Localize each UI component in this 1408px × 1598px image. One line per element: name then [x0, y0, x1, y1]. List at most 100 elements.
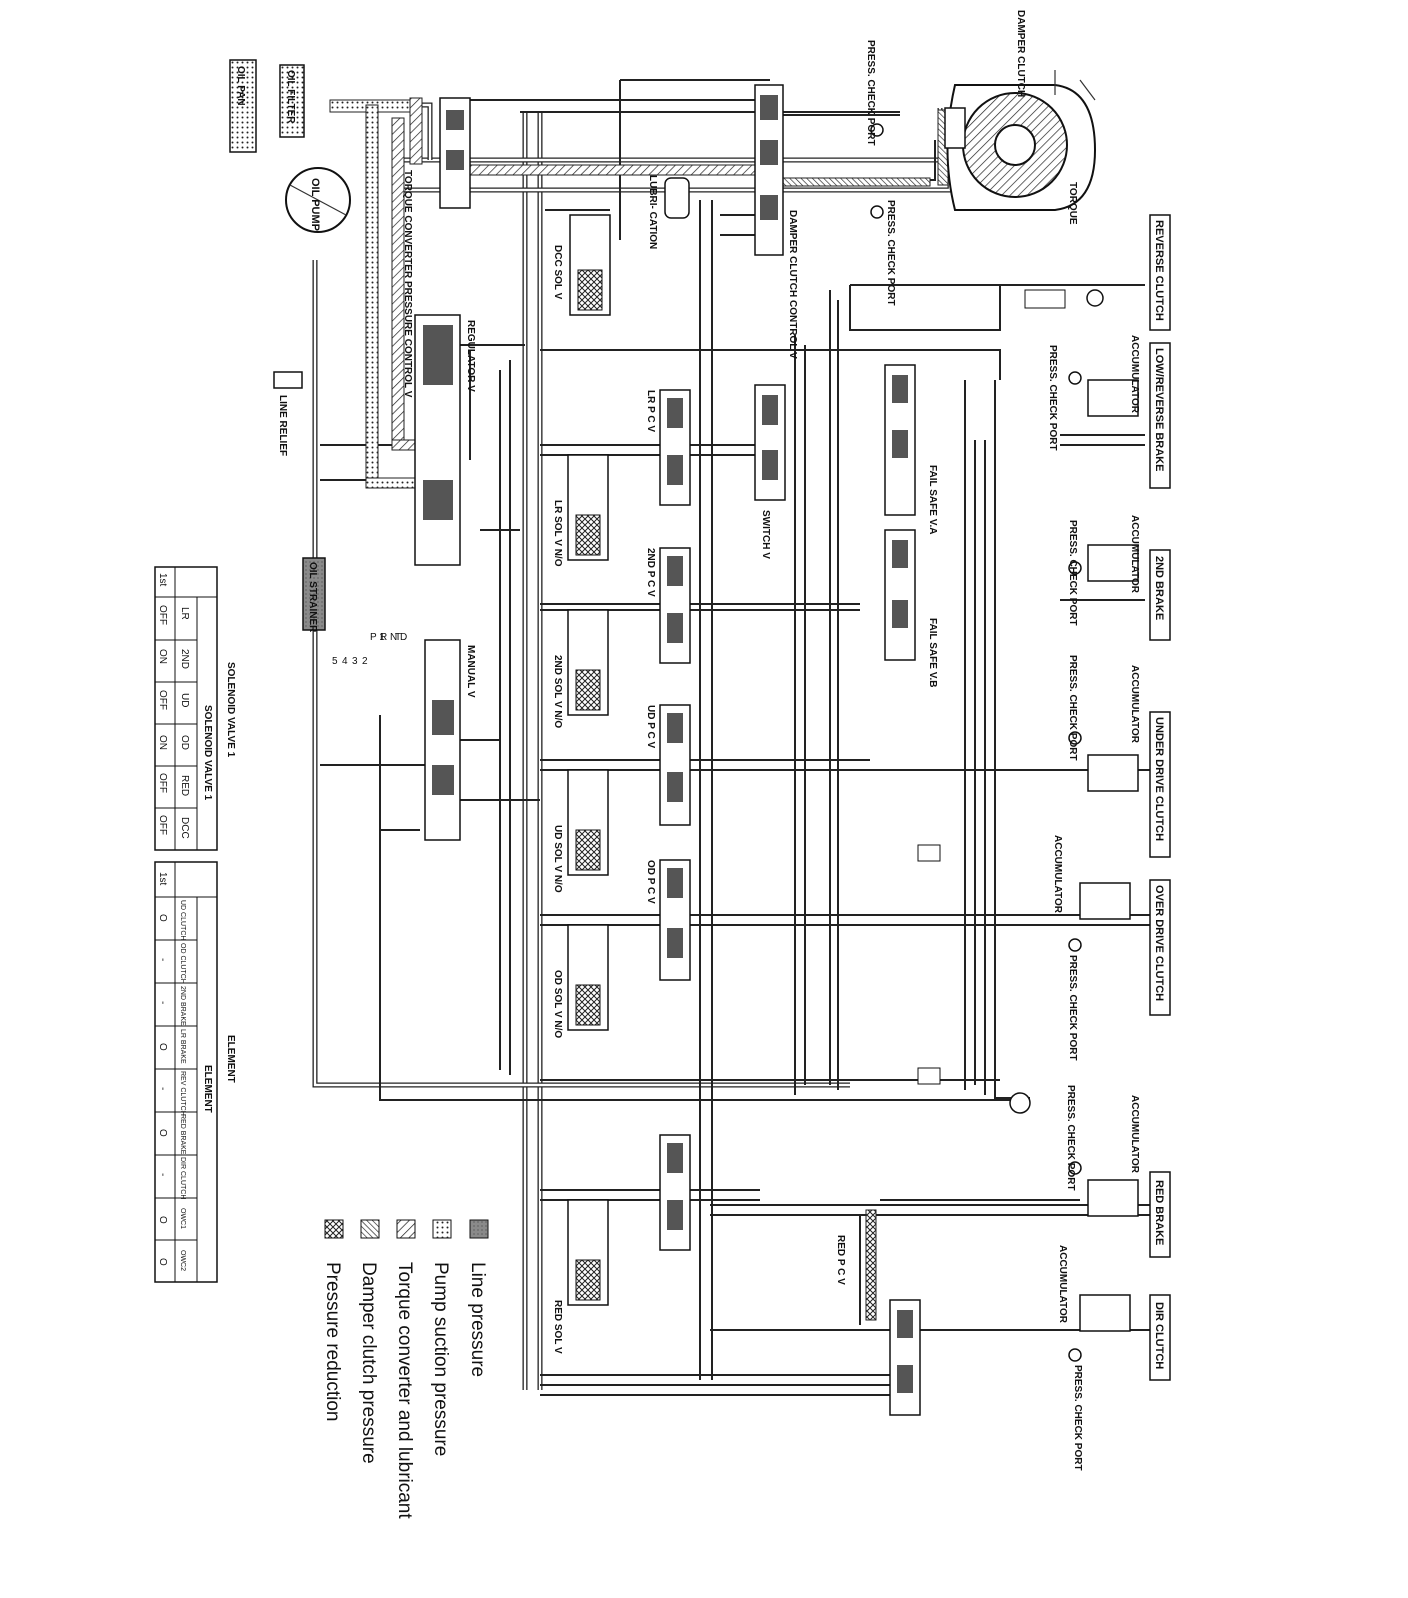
suction-channel — [329, 97, 949, 1321]
oil-pump-symbol — [285, 167, 351, 233]
legend-swatch-torque — [396, 1219, 416, 1239]
solenoid-table-heading: SOLENOID VALVE 1 — [202, 705, 213, 801]
solenoid-table-title: SOLENOID VALVE 1 — [225, 662, 236, 758]
torque-converter — [944, 70, 1097, 211]
solenoid-hdr-4: RED — [179, 775, 190, 796]
oil-strainer-box — [302, 557, 326, 631]
element-table: ELEMENT ELEMENT UD CLUTCH OD CLUTCH 2ND … — [154, 861, 236, 1283]
solenoid-hdr-2: UD — [179, 693, 190, 707]
element-hdr-4: REV CLUTCH — [179, 1071, 186, 1116]
element-boxes — [1149, 214, 1171, 1381]
lubrication-label: LUBRI- CATION — [647, 175, 658, 249]
accumulators — [1024, 289, 1139, 1362]
oil-pan-label: OIL PAN — [235, 66, 246, 106]
damper-clutch-control-label: DAMPER CLUTCH CONTROL V — [787, 210, 798, 359]
press-check-port-label-mid: PRESS. CHECK PORT — [885, 200, 896, 306]
element-hdr-3: LR BRAKE — [179, 1029, 186, 1064]
solenoid-val-3: ON — [157, 735, 168, 750]
solenoid-val-5: OFF — [157, 815, 168, 835]
press-check-port-symbol — [870, 123, 884, 219]
legend-line-label: Line pressure — [467, 1262, 488, 1377]
lubrication-box — [664, 177, 690, 219]
manual-pos-1: R N D — [380, 632, 407, 643]
ud-pcv-label: UD P C V — [645, 705, 656, 748]
damper-clutch-label: DAMPER CLUTCH — [1015, 10, 1026, 97]
switch-and-failsafe-valves — [754, 364, 1031, 1416]
manual-v-label: MANUAL V — [465, 645, 476, 698]
press-check-label-3: PRESS. CHECK PORT — [1067, 655, 1078, 761]
element-val-4: - — [157, 1087, 168, 1090]
low-reverse-brake-label: LOW/REVERSE BRAKE — [1153, 348, 1165, 471]
press-check-label-4: PRESS. CHECK PORT — [1067, 955, 1078, 1061]
legend-damper-label: Damper clutch pressure — [358, 1262, 379, 1464]
solenoid-row-label: 1st — [157, 573, 168, 587]
solenoid-table: SOLENOID VALVE 1 SOLENOID VALVE 1 LR 2ND… — [154, 566, 236, 851]
element-val-2: - — [157, 1001, 168, 1004]
lr-pcv-label: LR P C V — [645, 390, 656, 432]
oil-filter-label: OIL FILTER — [285, 70, 296, 124]
red-brake-label: RED BRAKE — [1153, 1180, 1165, 1245]
ud-sol-label: UD SOL V N/O — [552, 825, 563, 893]
manual-positions: T R N D P 1 2 3 4 5 — [332, 632, 407, 667]
legend-torque-label: Torque converter and lubricant — [394, 1262, 415, 1519]
reverse-clutch-label: REVERSE CLUTCH — [1153, 220, 1165, 321]
od-pcv-label: OD P C V — [645, 860, 656, 904]
press-check-label-1: PRESS. CHECK PORT — [1047, 345, 1058, 451]
second-pcv-label: 2ND P C V — [645, 548, 656, 597]
element-hdr-2: 2ND BRAKE — [179, 986, 186, 1026]
element-val-5: O — [157, 1129, 168, 1137]
oil-pan-box — [229, 59, 305, 153]
accumulator-label-6: ACCUMULATOR — [1057, 1245, 1068, 1324]
element-hdr-0: UD CLUTCH — [179, 900, 186, 940]
solenoid-hdr-1: 2ND — [179, 649, 190, 669]
line-relief-label: LINE RELIEF — [277, 395, 288, 456]
press-check-port-label-top: PRESS. CHECK PORT — [865, 40, 876, 146]
fail-safe-vb-label: FAIL SAFE V.B — [927, 618, 938, 687]
element-hdr-5: RED BRAKE — [179, 1114, 186, 1155]
od-sol-label: OD SOL V N/O — [552, 970, 563, 1038]
element-val-7: O — [157, 1216, 168, 1224]
element-hdr-6: DIR CLUTCH — [179, 1157, 186, 1199]
element-table-subtitle: ELEMENT — [202, 1065, 213, 1113]
element-val-3: O — [157, 1043, 168, 1051]
torque-label: TORQUE — [1067, 182, 1078, 225]
lr-sol-label: LR SOL V N/O — [552, 500, 563, 567]
solenoid-val-0: OFF — [157, 605, 168, 625]
legend-swatch-reduction — [324, 1219, 344, 1239]
dcc-sol-label: DCC SOL V — [552, 245, 563, 300]
manual-valve — [424, 639, 461, 841]
tc-pressure-control-label: TORQUE CONVERTER PRESSURE CONTROL V — [402, 170, 413, 398]
accumulator-label-3: ACCUMULATOR — [1129, 665, 1140, 744]
fail-safe-va-label: FAIL SAFE V.A — [927, 465, 938, 534]
second-sol-label: 2ND SOL V N/O — [552, 655, 563, 728]
under-drive-clutch-label: UNDER DRIVE CLUTCH — [1153, 717, 1165, 841]
manual-pos-5: 4 — [342, 656, 348, 667]
manual-pos-2: P 1 — [370, 632, 385, 643]
red-pcv-label: RED P C V — [835, 1235, 846, 1285]
element-hdr-7: OWC1 — [179, 1208, 186, 1229]
legend-reduction-label: Pressure reduction — [322, 1262, 343, 1421]
dcc-solenoid — [569, 214, 611, 316]
line-relief-symbol — [273, 371, 303, 389]
solenoid-val-1: ON — [157, 649, 168, 664]
tc-pressure-control-valve — [439, 97, 471, 209]
element-val-8: O — [157, 1258, 168, 1266]
accumulator-label-5: ACCUMULATOR — [1129, 1095, 1140, 1174]
red-sol-label: RED SOL V — [552, 1300, 563, 1354]
element-hdr-8: OWC2 — [179, 1250, 186, 1271]
manual-pos-6: 5 — [332, 656, 338, 667]
second-brake-label: 2ND BRAKE — [1153, 556, 1165, 620]
valve-bank — [567, 389, 691, 1306]
legend-swatch-damper — [360, 1219, 380, 1239]
element-row-label: 1st — [157, 872, 168, 886]
accumulator-label-2: ACCUMULATOR — [1129, 515, 1140, 594]
regulator-label: REGULATOR V — [465, 320, 476, 392]
solenoid-hdr-5: DCC — [179, 817, 190, 839]
legend: Line pressure Pump suction pressure Torq… — [322, 1219, 489, 1519]
solenoid-hdr-3: OD — [179, 735, 190, 750]
accumulator-label-4: ACCUMULATOR — [1052, 835, 1063, 914]
damper-clutch-control-valve — [754, 84, 784, 256]
oil-pump-label: OIL PUMP — [309, 178, 321, 231]
dir-clutch-label: DIR CLUTCH — [1153, 1302, 1165, 1369]
legend-swatch-line — [469, 1219, 489, 1239]
